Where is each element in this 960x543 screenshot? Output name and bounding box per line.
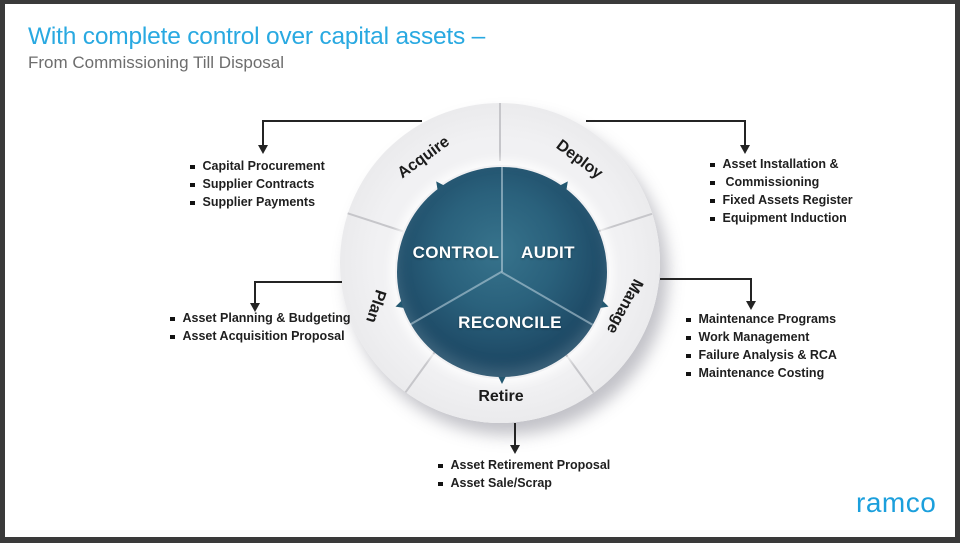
callout-text: Fixed Assets Register: [722, 193, 853, 207]
list-item: Commissioning: [710, 175, 853, 190]
arrowhead-retire-icon: [510, 445, 520, 454]
core-label-reconcile: RECONCILE: [458, 313, 562, 332]
list-item: Supplier Contracts: [190, 177, 325, 192]
list-item: Asset Sale/Scrap: [438, 476, 610, 491]
bullet-square-icon: [686, 317, 691, 322]
arrowhead-acquire-icon: [258, 145, 268, 154]
list-item: Supplier Payments: [190, 195, 325, 210]
callout-text: Asset Planning & Budgeting: [182, 311, 351, 325]
connector-deploy-line: [586, 120, 746, 122]
bullet-square-icon: [686, 371, 691, 376]
list-item: Failure Analysis & RCA: [686, 348, 837, 363]
bullet-square-icon: [686, 353, 691, 358]
callout-text: Asset Retirement Proposal: [450, 458, 611, 472]
connector-plan-line: [254, 281, 256, 304]
bullet-square-icon: [190, 182, 195, 187]
callout-deploy: Asset Installation & Commissioning Fixed…: [710, 157, 853, 230]
list-item: Maintenance Programs: [686, 312, 837, 327]
bullet-square-icon: [710, 216, 715, 221]
list-item: Fixed Assets Register: [710, 193, 853, 208]
callout-text: Equipment Induction: [722, 211, 847, 225]
connector-acquire-line: [262, 120, 264, 146]
callout-text: Asset Sale/Scrap: [450, 476, 552, 490]
list-item: Asset Retirement Proposal: [438, 458, 611, 473]
connector-manage-line: [660, 278, 752, 280]
connector-acquire-line: [262, 120, 422, 122]
callout-text: Maintenance Programs: [698, 312, 837, 326]
ring-label-retire: Retire: [478, 388, 524, 405]
list-item: Asset Acquisition Proposal: [170, 329, 351, 344]
callout-manage: Maintenance Programs Work Management Fai…: [686, 312, 837, 385]
connector-manage-line: [750, 278, 752, 302]
page-title: With complete control over capital asset…: [28, 23, 486, 50]
list-item: Asset Installation &: [710, 157, 853, 172]
arrowhead-manage-icon: [746, 301, 756, 310]
list-item: Capital Procurement: [190, 159, 325, 174]
bullet-square-icon: [710, 162, 715, 167]
bullet-square-icon: [170, 316, 175, 321]
list-item: Maintenance Costing: [686, 366, 837, 381]
callout-text: Maintenance Costing: [698, 366, 825, 380]
ramco-logo: ramco: [856, 487, 937, 518]
connector-deploy-line: [744, 120, 746, 146]
connector-plan-line: [254, 281, 342, 283]
list-item: Work Management: [686, 330, 837, 345]
callout-acquire: Capital Procurement Supplier Contracts S…: [190, 159, 325, 214]
bullet-square-icon: [438, 481, 443, 486]
callout-text: Asset Acquisition Proposal: [182, 329, 345, 343]
list-item: Asset Planning & Budgeting: [170, 311, 351, 326]
arrowhead-deploy-icon: [740, 145, 750, 154]
core-label-control: CONTROL: [412, 243, 500, 262]
bullet-square-icon: [710, 198, 715, 203]
connector-retire-line: [514, 423, 516, 446]
callout-text: Supplier Contracts: [202, 177, 315, 191]
arrowhead-plan-icon: [250, 303, 260, 312]
bullet-square-icon: [190, 164, 195, 169]
ring-divider: [499, 103, 501, 161]
callout-text: Failure Analysis & RCA: [698, 348, 837, 362]
callout-text: Capital Procurement: [202, 159, 325, 173]
callout-retire: Asset Retirement Proposal Asset Sale/Scr…: [438, 458, 611, 495]
bullet-square-icon: [710, 180, 715, 185]
callout-text: Supplier Payments: [202, 195, 316, 209]
list-item: Equipment Induction: [710, 211, 853, 226]
callout-text: Commissioning: [725, 175, 820, 189]
core-label-audit: AUDIT: [521, 243, 575, 262]
page-subtitle: From Commissioning Till Disposal: [28, 53, 285, 72]
core-divider: [501, 167, 503, 272]
callout-plan: Asset Planning & Budgeting Asset Acquisi…: [170, 311, 351, 348]
bullet-square-icon: [686, 335, 691, 340]
bullet-square-icon: [190, 200, 195, 205]
callout-text: Work Management: [698, 330, 810, 344]
callout-text: Asset Installation &: [722, 157, 839, 171]
bullet-square-icon: [170, 334, 175, 339]
bullet-square-icon: [438, 463, 443, 468]
